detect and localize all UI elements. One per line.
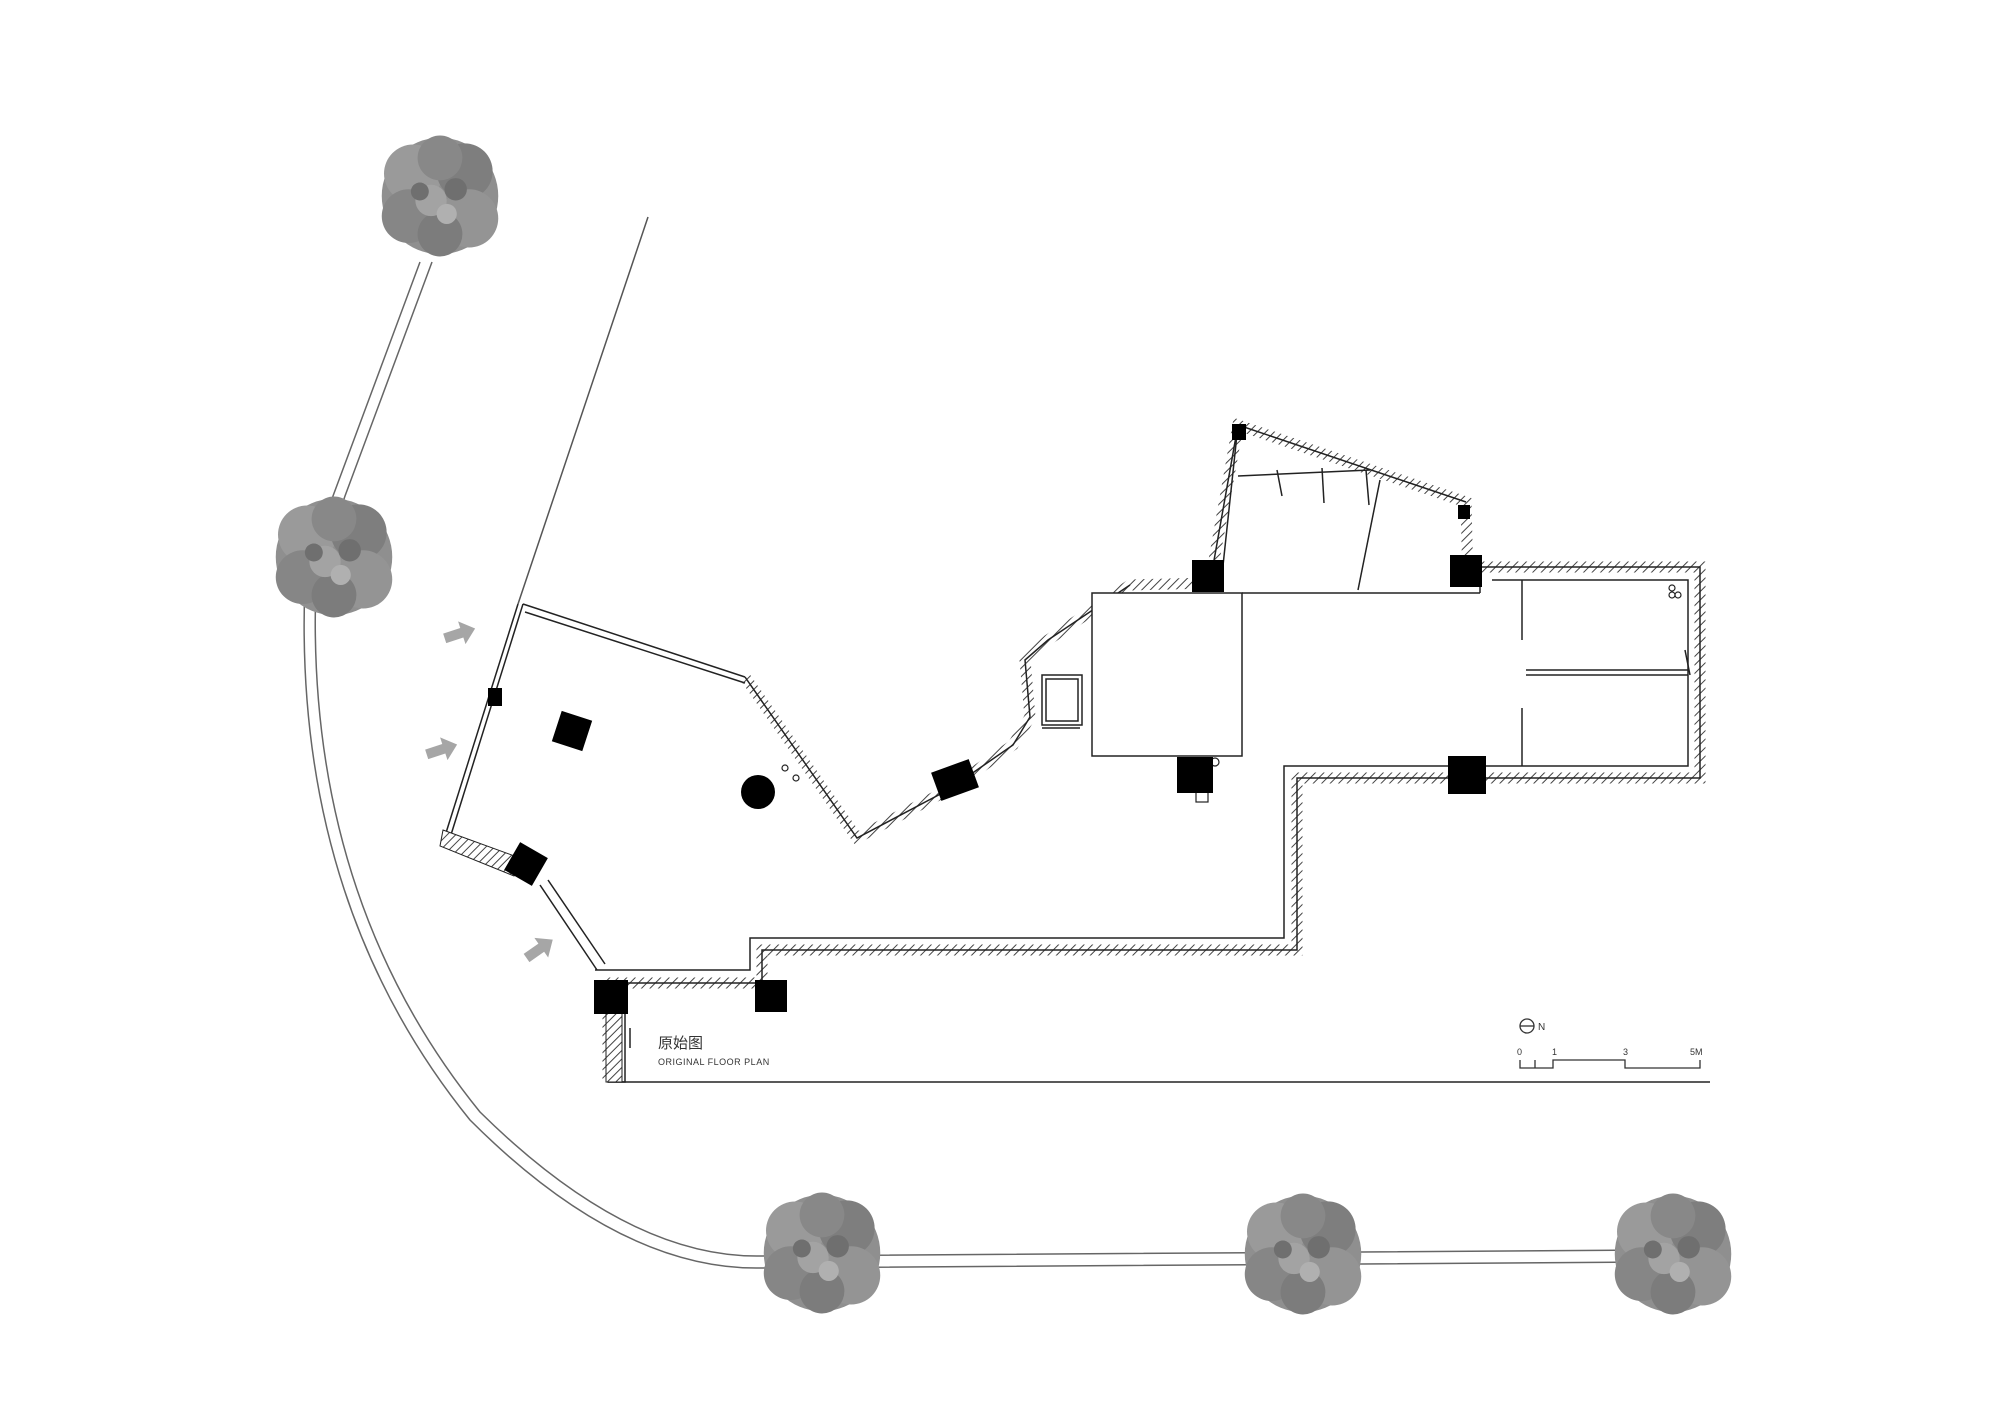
site-boundary-line — [517, 216, 649, 605]
column — [504, 842, 548, 886]
column — [1448, 756, 1486, 794]
interior-partitions — [629, 424, 1691, 1048]
north-label: N — [1538, 1022, 1545, 1033]
tree-icon — [1244, 1193, 1362, 1315]
column — [755, 980, 787, 1012]
tree-icon — [763, 1192, 881, 1314]
tree-icon — [275, 496, 393, 618]
entrance-arrow-icon — [523, 937, 553, 963]
column — [1192, 560, 1224, 592]
column — [594, 980, 628, 1014]
tree-icon — [381, 135, 499, 257]
column — [931, 759, 979, 801]
round-column — [741, 775, 775, 809]
north-arrow-icon — [1519, 1018, 1535, 1034]
plan-title-chinese: 原始图 — [658, 1035, 703, 1052]
fixtures — [781, 584, 1682, 803]
structural-columns — [488, 424, 1486, 1014]
column — [1450, 555, 1482, 587]
wall-lines — [444, 424, 1710, 1083]
site-walkway — [303, 261, 1656, 1269]
plan-title-english: ORIGINAL FLOOR PLAN — [658, 1057, 770, 1067]
column — [1458, 505, 1470, 519]
entrance-arrow-icon — [425, 737, 458, 761]
scale-tick-label: 3 — [1623, 1047, 1628, 1057]
entrance-arrow-icon — [443, 621, 476, 645]
scale-tick-label: 5M — [1690, 1047, 1703, 1057]
column — [488, 688, 502, 706]
column — [1177, 757, 1213, 793]
tree-icon — [1614, 1193, 1732, 1315]
column — [551, 710, 593, 752]
scale-tick-label: 0 — [1517, 1047, 1522, 1057]
scale-bar — [1519, 1059, 1701, 1069]
stone-wall-segment — [439, 829, 521, 877]
scale-tick-label: 1 — [1552, 1047, 1557, 1057]
column — [1232, 424, 1246, 440]
